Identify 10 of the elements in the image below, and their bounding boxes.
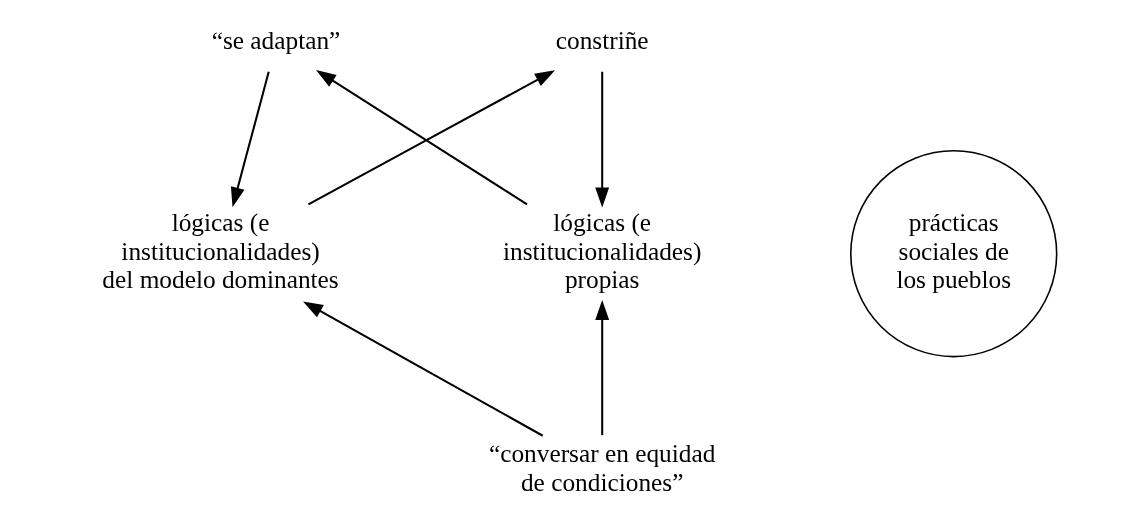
node-text: lógicas (e institucionalidades) del modelo dominantes [102,208,339,294]
arrow [595,71,610,208]
node-circle: prácticas sociales de los pueblos [850,149,1058,358]
arrow [595,300,610,436]
node-text: “se adaptan” [211,26,341,55]
node-text: “conversar en equidad de condiciones” [488,439,716,496]
arrow [230,71,270,208]
node-text: constriñe [555,26,649,55]
node-text: lógicas (e institucionalidades) propias [503,208,702,294]
arrow [303,301,544,437]
